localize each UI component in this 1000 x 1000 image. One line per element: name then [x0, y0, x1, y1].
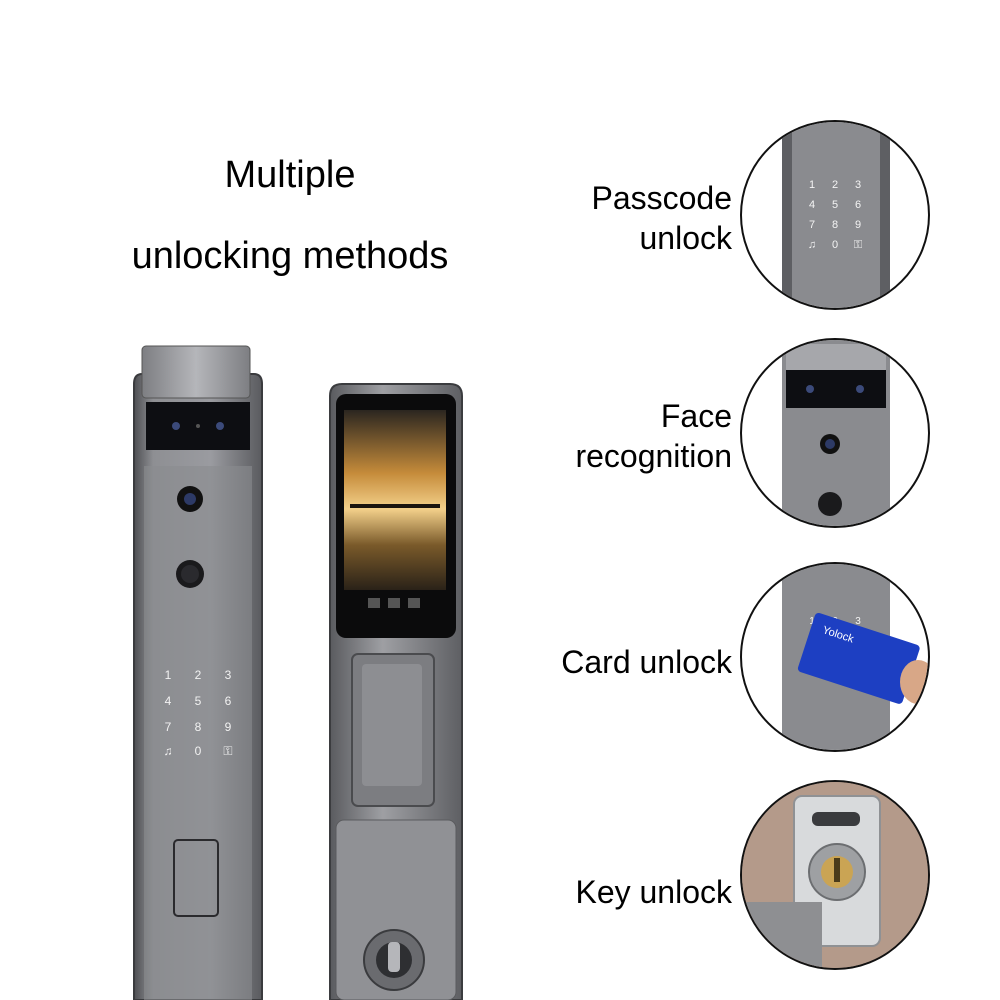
svg-text:5: 5 — [195, 694, 202, 708]
svg-text:0: 0 — [832, 239, 838, 251]
card-label-line-1: Card unlock — [561, 644, 732, 680]
passcode-unlock-label: Passcode unlock — [492, 178, 732, 258]
svg-text:2: 2 — [195, 668, 202, 682]
headline-line-1: Multiple — [224, 154, 356, 196]
svg-text:4: 4 — [809, 199, 815, 211]
svg-text:7: 7 — [165, 720, 172, 734]
keypad-closeup-icon: 1 2 3 4 5 6 7 8 9 ♫ 0 ⚿ — [740, 120, 930, 310]
svg-text:9: 9 — [855, 219, 861, 231]
svg-text:3: 3 — [225, 668, 232, 682]
svg-text:1: 1 — [165, 668, 172, 682]
passcode-label-line-2: unlock — [639, 220, 733, 256]
passcode-label-line-1: Passcode — [591, 180, 732, 216]
face-label-line-2: recognition — [575, 438, 732, 474]
svg-text:2: 2 — [832, 179, 838, 191]
svg-text:⚿: ⚿ — [223, 744, 232, 758]
svg-text:♫: ♫ — [808, 239, 816, 251]
camera-closeup-icon — [740, 338, 930, 528]
svg-text:5: 5 — [832, 199, 838, 211]
svg-text:⚿: ⚿ — [854, 239, 862, 251]
svg-text:9: 9 — [225, 720, 232, 734]
svg-text:♫: ♫ — [164, 744, 173, 758]
svg-text:4: 4 — [165, 694, 172, 708]
card-closeup-icon: 123 456 789 Yolock — [740, 562, 930, 752]
svg-text:7: 7 — [809, 219, 815, 231]
svg-text:6: 6 — [855, 199, 861, 211]
card-unlock-label: Card unlock — [492, 642, 732, 682]
key-label-line-1: Key unlock — [575, 874, 732, 910]
svg-text:1: 1 — [809, 179, 815, 191]
svg-text:1: 1 — [809, 616, 815, 627]
svg-text:3: 3 — [855, 179, 861, 191]
headline-line-2: unlocking methods — [131, 235, 449, 277]
svg-text:3: 3 — [855, 616, 861, 627]
key-cylinder-closeup-icon — [740, 780, 930, 970]
front-lock-illustration: 1 2 3 4 5 6 7 8 9 ♫ 0 ⚿ — [128, 344, 268, 1000]
svg-text:8: 8 — [832, 219, 838, 231]
svg-text:8: 8 — [195, 720, 202, 734]
svg-text:6: 6 — [225, 694, 232, 708]
face-label-line-1: Face — [660, 398, 732, 434]
face-recognition-label: Face recognition — [492, 396, 732, 476]
svg-text:0: 0 — [195, 744, 202, 758]
inner-lock-illustration — [328, 382, 464, 1000]
key-unlock-label: Key unlock — [492, 872, 732, 912]
